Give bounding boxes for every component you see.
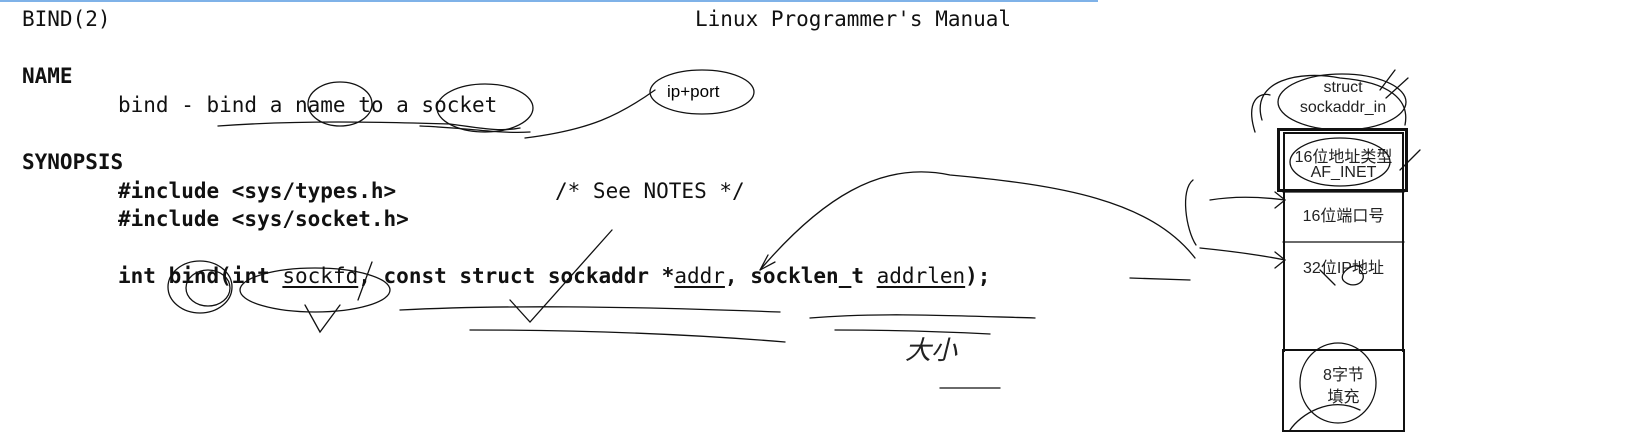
field-port: 16位端口号	[1302, 208, 1385, 225]
include-socket: #include <sys/socket.h>	[118, 207, 409, 231]
param2-type: const struct sockaddr *	[383, 264, 675, 288]
ip-port-note: ip+port	[667, 82, 720, 101]
tick-sockfd	[304, 304, 341, 334]
param-addrlen: addrlen	[876, 264, 966, 288]
include-types: #include <sys/types.h>	[118, 179, 397, 203]
man-page-id: BIND(2)	[22, 7, 111, 31]
signature-end: );	[965, 264, 991, 288]
bind-signature: int bind(int sockfd, const struct sockad…	[118, 262, 990, 290]
struct-title-line2: sockaddr_in	[1299, 99, 1387, 116]
underline-sockaddr	[399, 306, 781, 313]
manual-title: Linux Programmer's Manual	[695, 7, 1012, 31]
return-type: int	[118, 264, 169, 288]
synopsis-heading: SYNOPSIS	[22, 150, 124, 174]
arrow-to-ipport	[524, 89, 656, 139]
function-name: bind	[168, 264, 220, 288]
param-addr: addr	[674, 264, 725, 288]
underline-name	[217, 121, 521, 131]
size-note: 大小	[905, 336, 958, 366]
field-address-family-line2: AF_INET	[1310, 164, 1377, 181]
separator-1: ,	[358, 264, 384, 288]
arrow-port	[1209, 196, 1286, 201]
field-padding-line1: 8字节	[1323, 367, 1364, 384]
separator-2: ,	[724, 264, 751, 288]
arrow-ip	[1199, 247, 1286, 261]
field-padding-line2: 填充	[1327, 389, 1360, 406]
arc-addr	[759, 171, 1196, 271]
param3-type: socklen_t	[750, 264, 877, 288]
name-description: bind - bind a name to a socket	[118, 93, 498, 117]
struct-title-line1: struct	[1323, 79, 1363, 96]
param-sockfd: sockfd	[282, 264, 359, 288]
underline-addrlen	[809, 314, 1036, 319]
field-ip-address: 32位IP地址	[1303, 260, 1384, 277]
notes-comment: /* See NOTES */	[555, 179, 745, 203]
top-rule	[0, 0, 1098, 2]
name-heading: NAME	[22, 64, 73, 88]
param1-type: (int	[219, 264, 283, 288]
